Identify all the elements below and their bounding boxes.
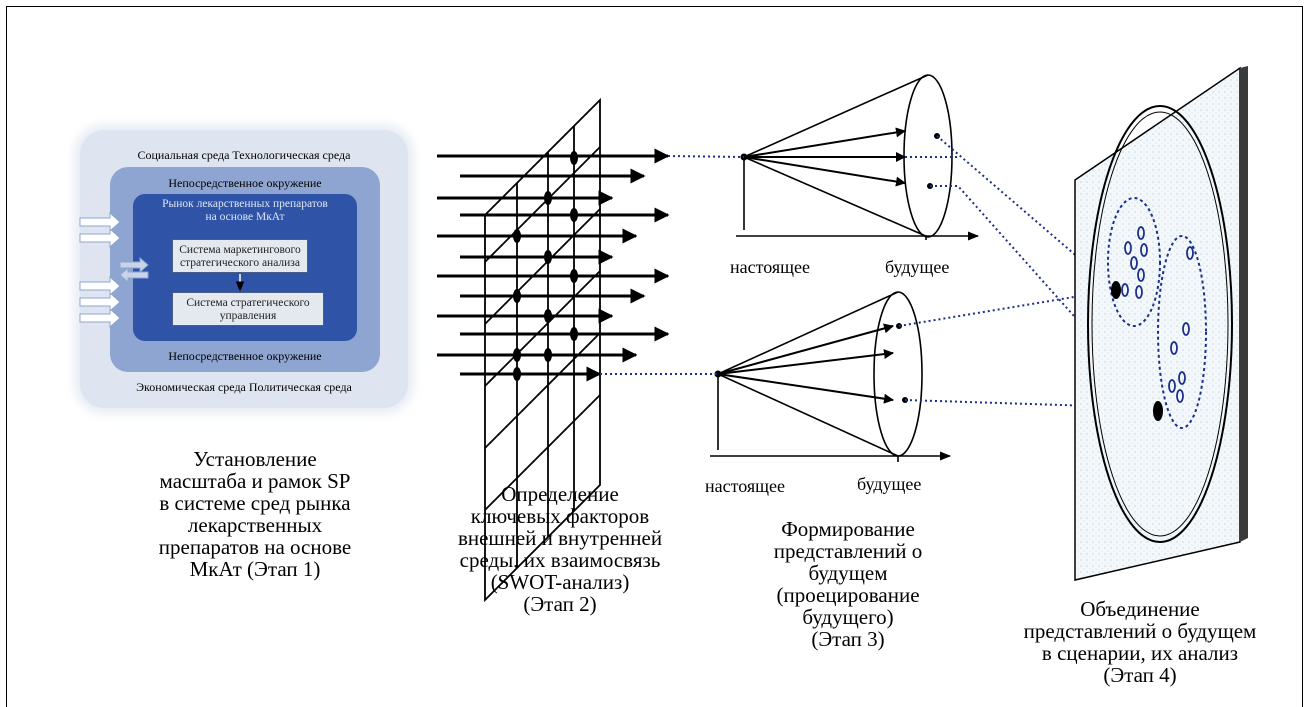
env-mid-top-label: Непосредственное окружение <box>168 176 322 190</box>
upper-future-label: будущее <box>885 257 950 277</box>
marketing-analysis-box: Система маркетингового стратегического а… <box>172 239 308 273</box>
scenario-focal-points <box>1111 281 1163 421</box>
lower-projection-cone <box>710 291 952 462</box>
upper-cone-rays <box>743 127 906 187</box>
env-top-label: Социальная среда Технологическая среда <box>137 148 351 162</box>
stage1-caption: Установление масштаба и рамок SP в систе… <box>158 447 352 581</box>
stage3-caption: Формирование представлений о будущем (пр… <box>773 517 923 651</box>
lower-cone-dotted <box>600 289 1157 409</box>
lower-cone-rays <box>717 323 894 404</box>
lower-present-label: настоящее <box>705 476 786 496</box>
stage4-caption: Объединение представлений о будущем в сц… <box>1023 597 1257 687</box>
diagram-frame <box>6 6 1303 707</box>
market-label: Рынок лекарственных препаратов на основе… <box>162 198 328 223</box>
stage2-caption: Определение ключевых факторов внешней и … <box>457 482 663 616</box>
swot-grid <box>484 97 601 603</box>
lower-future-label: будущее <box>857 474 922 494</box>
strategic-management-box: Система стратегического управления <box>172 292 324 326</box>
swot-intersections <box>513 151 578 381</box>
scenario-panel <box>1074 66 1248 581</box>
upper-present-label: настоящее <box>730 257 811 277</box>
env-bottom-label: Экономическая среда Политическая среда <box>136 380 352 394</box>
stage1-inflow-arrows <box>79 211 149 329</box>
scenario-points <box>1121 226 1194 403</box>
swot-factor-arrows <box>437 148 670 382</box>
env-mid-bottom-label: Непосредственное окружение <box>168 349 322 363</box>
